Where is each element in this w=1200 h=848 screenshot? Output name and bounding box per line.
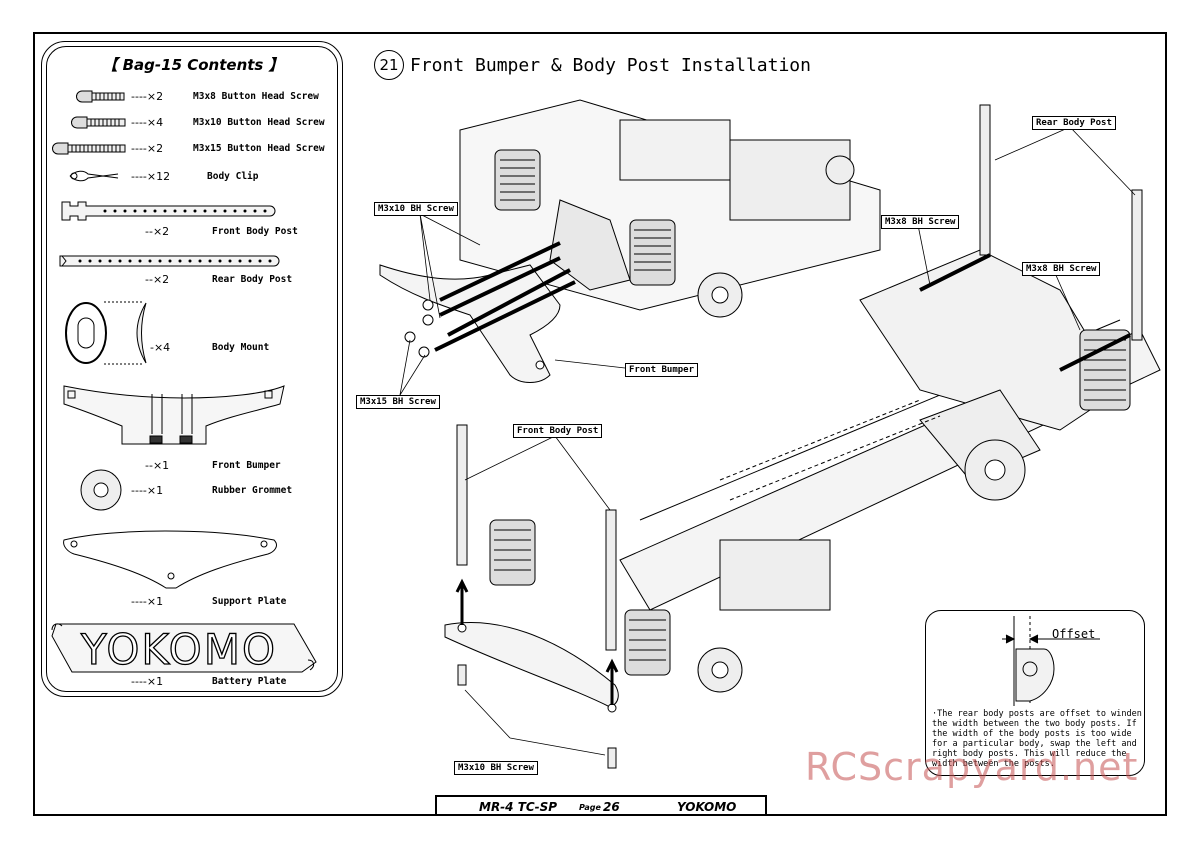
callout-m3x8-bh-screw: M3x8 BH Screw bbox=[1022, 262, 1101, 276]
page-frame bbox=[33, 32, 1167, 816]
assembly-drawing bbox=[379, 99, 1161, 769]
footer-brand: YOKOMO bbox=[677, 800, 737, 814]
callout-m3x10-bh-screw: M3x10 BH Screw bbox=[454, 761, 538, 775]
item-name: M3x8 Button Head Screw bbox=[193, 91, 319, 102]
m3x15-screw-icon bbox=[52, 142, 126, 155]
item-qty: --×2 bbox=[145, 225, 170, 238]
item-name: Support Plate bbox=[212, 596, 287, 607]
screw-insertion-arrows-upper bbox=[434, 241, 576, 352]
page-footer: MR-4 TC-SP Page 26 YOKOMO bbox=[435, 795, 767, 816]
front-body-post-icon bbox=[61, 201, 276, 221]
support-plate-illustration bbox=[444, 622, 619, 713]
support-plate-icon bbox=[63, 530, 277, 589]
rear-body-post-illustration bbox=[979, 104, 1143, 341]
m3x10-screw-icon bbox=[71, 116, 126, 129]
main-chassis-illustration bbox=[489, 249, 1161, 693]
item-qty: ----×2 bbox=[131, 90, 164, 103]
body-clip-icon bbox=[69, 170, 119, 182]
offset-diagram bbox=[1002, 616, 1100, 706]
callout-leader-lines bbox=[399, 126, 1136, 756]
item-name: Rubber Grommet bbox=[212, 485, 293, 496]
offset-note: ·The rear body posts are offset to winde… bbox=[932, 709, 1142, 769]
bag-panel-inner-border bbox=[46, 46, 338, 692]
rear-body-post-icon bbox=[59, 255, 280, 267]
item-qty: ----×4 bbox=[131, 116, 164, 129]
item-name: Front Bumper bbox=[212, 460, 281, 471]
item-qty: ----×1 bbox=[131, 484, 164, 497]
footer-page-label: Page bbox=[579, 803, 601, 812]
item-qty: ----×1 bbox=[131, 595, 164, 608]
front-bumper-icon bbox=[63, 385, 285, 445]
item-qty: --×2 bbox=[145, 273, 170, 286]
callout-m3x10-bh-screw: M3x10 BH Screw bbox=[374, 202, 458, 216]
step-title: Front Bumper & Body Post Installation bbox=[410, 54, 811, 76]
item-name: Battery Plate bbox=[212, 676, 287, 687]
item-qty: -×4 bbox=[150, 341, 171, 354]
footer-page-number: 26 bbox=[603, 800, 620, 814]
lower-screws-illustration bbox=[457, 664, 617, 769]
item-qty: --×1 bbox=[145, 459, 170, 472]
step-header: 21 Front Bumper & Body Post Installation bbox=[374, 50, 811, 80]
offset-label: Offset bbox=[1052, 627, 1096, 641]
rubber-grommet-icon bbox=[80, 469, 122, 511]
item-name: M3x15 Button Head Screw bbox=[193, 143, 325, 154]
callout-m3x8-bh-screw: M3x8 BH Screw bbox=[881, 215, 960, 229]
callout-front-bumper: Front Bumper bbox=[625, 363, 699, 377]
bag-title: 【 Bag-15 Contents 】 bbox=[102, 56, 284, 74]
bag-contents-panel: 【 Bag-15 Contents 】 bbox=[41, 41, 343, 697]
bag-part-illustrations: YOKOMO bbox=[51, 90, 317, 675]
item-name: Body Mount bbox=[212, 342, 270, 353]
item-qty: ----×1 bbox=[131, 675, 164, 688]
screw-insertion-arrows-rear bbox=[919, 253, 1131, 372]
up-arrows-lower bbox=[455, 578, 619, 705]
item-qty: ----×12 bbox=[131, 170, 171, 183]
item-name: Rear Body Post bbox=[212, 274, 293, 285]
offset-inset: Offset ·The rear body posts are offset t… bbox=[925, 610, 1145, 776]
item-qty: ----×2 bbox=[131, 142, 164, 155]
body-mount-icon bbox=[65, 301, 147, 365]
callout-front-body-post: Front Body Post bbox=[513, 424, 603, 438]
callout-rear-body-post: Rear Body Post bbox=[1032, 116, 1116, 130]
front-body-post-illustration bbox=[456, 424, 617, 651]
item-name: Body Clip bbox=[207, 171, 259, 182]
watermark: RCScrapyard.net bbox=[805, 745, 1139, 789]
callout-m3x15-bh-screw: M3x15 BH Screw bbox=[356, 395, 440, 409]
battery-plate-logo: YOKOMO bbox=[80, 625, 277, 674]
m3x8-screw-icon bbox=[76, 90, 125, 103]
item-name: M3x10 Button Head Screw bbox=[193, 117, 325, 128]
step-number: 21 bbox=[374, 50, 404, 80]
front-chassis-upper-illustration bbox=[459, 99, 881, 318]
item-name: Front Body Post bbox=[212, 226, 298, 237]
footer-model: MR-4 TC-SP bbox=[479, 800, 558, 814]
battery-plate-icon bbox=[51, 623, 317, 673]
